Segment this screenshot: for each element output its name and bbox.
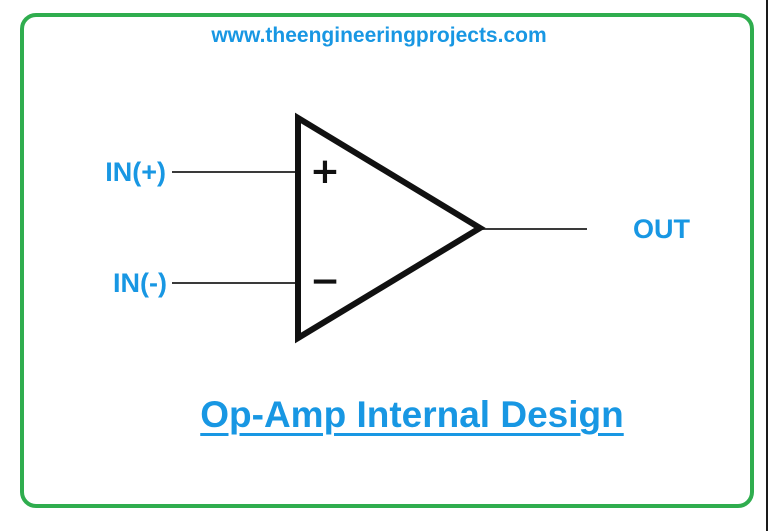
input-positive-label: IN(+) xyxy=(105,157,166,187)
diagram-title: Op-Amp Internal Design xyxy=(200,394,624,435)
minus-sign: − xyxy=(310,261,340,302)
output-label: OUT xyxy=(633,214,690,244)
input-negative-label: IN(-) xyxy=(113,268,167,298)
right-edge-line xyxy=(766,0,768,531)
op-amp-triangle xyxy=(295,112,486,344)
website-url-text: www.theengineeringprojects.com xyxy=(211,24,547,47)
plus-sign: + xyxy=(310,151,340,192)
green-border-frame xyxy=(20,13,754,508)
